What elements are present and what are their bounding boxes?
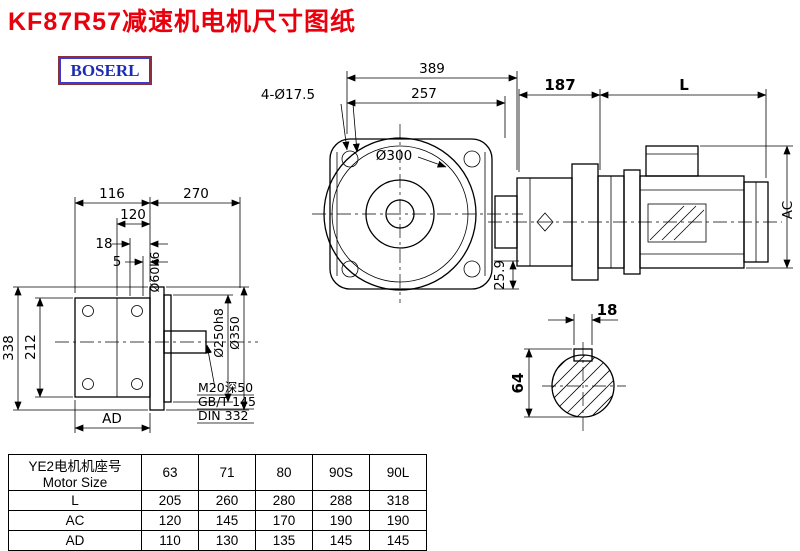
- dim-64-label: 64: [509, 373, 527, 394]
- table-row-AD: AD 110 130 135 145 145: [8, 530, 427, 551]
- bolt-hole: [341, 260, 359, 278]
- dim-5-label: 5: [113, 254, 122, 270]
- front-view-dimensions: 389 257 4-Ø17.5 Ø300 25.9: [261, 61, 519, 290]
- table-header-cn: YE2电机机座号: [28, 459, 122, 474]
- bolt-hole: [341, 150, 359, 168]
- table-header-row: YE2电机机座号 Motor Size 63 71 80 90S 90L: [8, 454, 427, 491]
- logo-text: BOSERL: [70, 60, 140, 80]
- thread-note-3: DIN 332: [198, 408, 249, 423]
- dim-25-9-label: 25.9: [492, 260, 508, 290]
- dim-212-label: 212: [23, 334, 39, 360]
- dim-120-label: 120: [120, 207, 146, 223]
- flange-spigot: [163, 294, 172, 403]
- table-col-header: 71: [198, 454, 256, 491]
- bolt-holes-label: 4-Ø17.5: [261, 87, 315, 103]
- table-cell: 135: [255, 530, 313, 551]
- table-cell: 280: [255, 490, 313, 511]
- shaft-section-view: 18 64: [509, 301, 626, 432]
- dim-L-label: L: [679, 76, 689, 94]
- table-cell: 190: [312, 510, 370, 531]
- dim-257-label: 257: [411, 86, 437, 102]
- dim-270-label: 270: [183, 186, 209, 202]
- thread-note-2: GB/T 145: [198, 394, 256, 409]
- flange-dia-label: Ø350: [227, 316, 242, 350]
- housing-bolt: [82, 305, 94, 317]
- left-view-dimensions: 338 212 116 270 120 18 5 Ø60k6 Ø250h8 Ø3…: [1, 186, 256, 433]
- table-col-header: 80: [255, 454, 313, 491]
- dim-AD-label: AD: [102, 411, 122, 427]
- spigot-dia-label: Ø250h8: [211, 308, 226, 358]
- dim-338-label: 338: [1, 335, 17, 361]
- table-row-label: AD: [8, 530, 142, 551]
- motor-side-view: [488, 145, 782, 281]
- thread-note-1: M20深50: [198, 380, 253, 395]
- table-row-label: AC: [8, 510, 142, 531]
- dia-300-label: Ø300: [376, 148, 412, 164]
- table-cell: 145: [198, 510, 256, 531]
- left-side-view: [55, 286, 258, 411]
- dim-116-label: 116: [99, 186, 125, 202]
- motor-dimension-table: YE2电机机座号 Motor Size 63 71 80 90S 90L L 2…: [8, 454, 427, 551]
- table-header-motor-size: YE2电机机座号 Motor Size: [8, 454, 142, 491]
- bolt-hole: [463, 150, 481, 168]
- boserl-logo: BOSERL: [58, 56, 152, 85]
- table-header-en: Motor Size: [42, 475, 108, 490]
- dim-AC-label: AC: [780, 201, 796, 219]
- dim-389-label: 389: [419, 61, 445, 77]
- oil-plug-diamond: [536, 212, 554, 232]
- table-col-header: 90L: [369, 454, 427, 491]
- table-col-header: 90S: [312, 454, 370, 491]
- housing-bolt: [131, 305, 143, 317]
- output-flange-plate: [149, 286, 165, 411]
- table-cell: 130: [198, 530, 256, 551]
- table-cell: 288: [312, 490, 370, 511]
- front-view: [312, 124, 523, 303]
- table-cell: 120: [141, 510, 199, 531]
- key-width-label: 18: [597, 301, 618, 319]
- table-cell: 205: [141, 490, 199, 511]
- bolt-hole: [463, 260, 481, 278]
- housing-bolt: [82, 378, 94, 390]
- terminal-box-hidden: [647, 203, 707, 243]
- table-cell: 145: [369, 530, 427, 551]
- page-title: KF87R57减速机电机尺寸图纸: [8, 8, 356, 36]
- table-cell: 318: [369, 490, 427, 511]
- motor-view-dimensions: 187 L AC: [518, 76, 796, 269]
- table-col-header: 63: [141, 454, 199, 491]
- table-cell: 190: [369, 510, 427, 531]
- terminal-box: [645, 145, 699, 177]
- table-cell: 260: [198, 490, 256, 511]
- table-row-AC: AC 120 145 170 190 190: [8, 510, 427, 531]
- table-cell: 110: [141, 530, 199, 551]
- table-cell: 145: [312, 530, 370, 551]
- gear-housing: [74, 297, 151, 398]
- dim-187-label: 187: [544, 76, 575, 94]
- housing-bolt: [131, 378, 143, 390]
- table-row-L: L 205 260 280 288 318: [8, 490, 427, 511]
- shaft-dia-label: Ø60k6: [147, 251, 162, 292]
- table-cell: 170: [255, 510, 313, 531]
- table-row-label: L: [8, 490, 142, 511]
- dim-18-label: 18: [95, 236, 112, 252]
